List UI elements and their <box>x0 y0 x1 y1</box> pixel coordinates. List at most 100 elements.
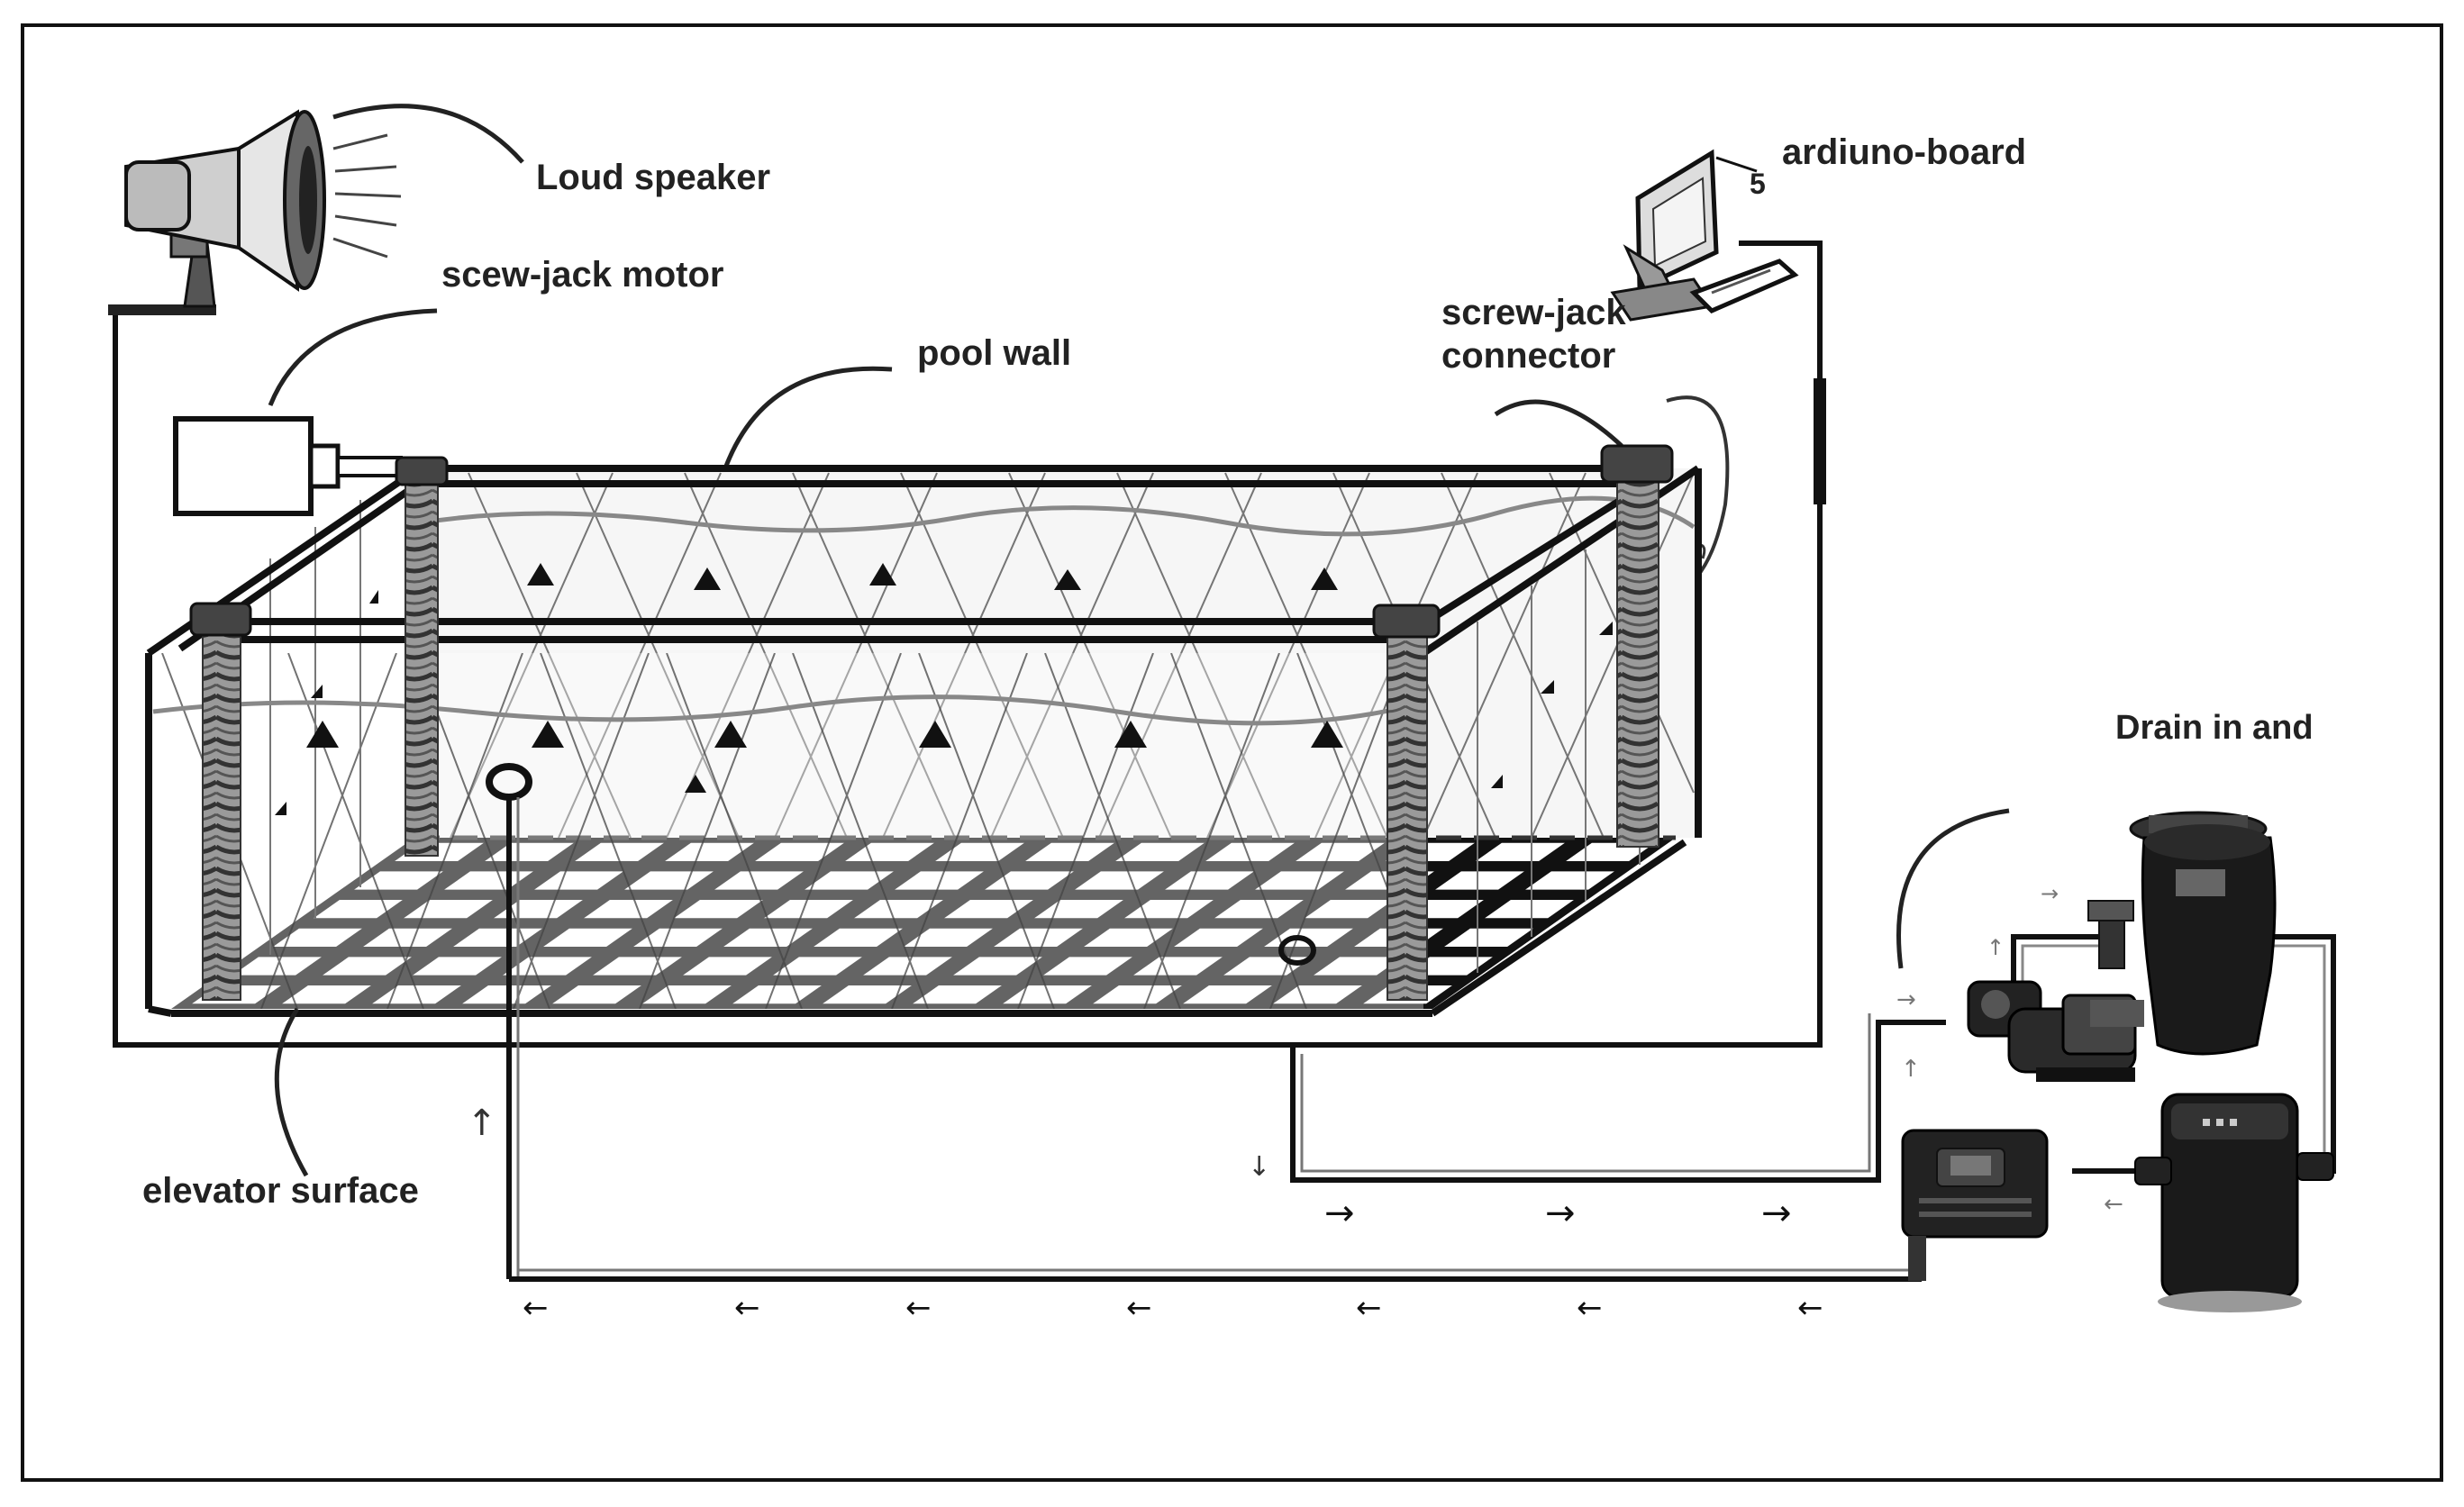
flow-arrows-left: ← ← ← ← ← ← ← <box>523 1290 1823 1326</box>
pump-inlet-arrow: → <box>1896 986 1916 1013</box>
motor-leader-line <box>268 308 438 406</box>
floor-tile <box>494 900 583 919</box>
controller-box-icon <box>1901 1129 2049 1281</box>
flow-arrow-icon: ← <box>523 1290 549 1326</box>
floor-tile <box>854 900 943 919</box>
screw-jack-icon <box>405 477 439 857</box>
floor-tile <box>953 957 1042 976</box>
motor-box-icon <box>173 416 403 516</box>
floor-tile <box>503 957 592 976</box>
floor-tile <box>904 928 993 947</box>
floor-tile <box>1034 900 1123 919</box>
elevator-leader-line <box>274 1007 309 1177</box>
floor-tile <box>1043 957 1132 976</box>
filter-tank-icon <box>2087 811 2277 1056</box>
arduino-number: 5 <box>1750 168 1766 200</box>
floor-tile <box>534 871 623 890</box>
floor-tile <box>584 900 673 919</box>
floor-tile <box>1205 842 1295 861</box>
floor-tile <box>633 928 723 947</box>
floor-tile <box>323 957 412 976</box>
loud-speaker-label: Loud speaker <box>536 158 770 197</box>
floor-tile <box>1165 871 1254 890</box>
floor-tile <box>1115 842 1205 861</box>
screw-jack-motor-label: scew-jack motor <box>441 255 723 295</box>
flow-arrow-icon: → <box>1761 1193 1792 1234</box>
floor-tile <box>552 985 641 1004</box>
flow-arrow-icon: ← <box>1577 1290 1603 1326</box>
floor-tile <box>1025 842 1114 861</box>
floor-tile <box>944 900 1033 919</box>
flow-arrow-icon: → <box>1545 1193 1576 1234</box>
outer-frame <box>21 23 2443 1482</box>
floor-tile <box>1305 900 1394 919</box>
connector-leader-line <box>1494 399 1623 448</box>
screw-jack-front-left <box>189 602 252 1001</box>
floor-tile <box>1093 985 1182 1004</box>
floor-tile <box>895 871 984 890</box>
floor-tile <box>732 985 822 1004</box>
speaker-cable <box>113 241 1823 1048</box>
floor-tile <box>1075 871 1164 890</box>
elevator-surface-label: elevator surface <box>142 1171 419 1211</box>
speaker-cable-thick <box>1814 378 1826 504</box>
flow-arrow-icon: ← <box>734 1290 760 1326</box>
outlet-pipe <box>1290 1013 1946 1183</box>
floor-tile <box>683 957 772 976</box>
filter-up-arrow: ↑ <box>1987 935 2005 960</box>
flow-arrow-icon: → <box>1324 1193 1355 1234</box>
flow-arrow-icon: ← <box>1797 1290 1823 1326</box>
heater-icon: ← <box>2104 1093 2334 1312</box>
pump-icon <box>1967 980 2144 1082</box>
floor-tile <box>1435 871 1524 890</box>
floor-tile <box>773 957 862 976</box>
flow-arrow-icon: ← <box>1356 1290 1382 1326</box>
front-water-line <box>152 694 1424 726</box>
floor-tile <box>665 842 754 861</box>
floor-tile <box>1476 842 1565 861</box>
speaker-leader-line <box>332 104 524 164</box>
loudspeaker-icon <box>108 109 402 315</box>
screw-jack-front-right <box>1372 604 1441 1001</box>
floor-tile <box>575 842 664 861</box>
floor-tile <box>282 985 371 1004</box>
floor-tile <box>273 928 362 947</box>
computer-monitor-icon <box>1610 149 1758 322</box>
screw-jack-back-right <box>1600 444 1674 848</box>
return-pipe <box>509 1234 1922 1282</box>
keyboard-icon <box>1689 259 1799 313</box>
floor-tile <box>1183 985 1272 1004</box>
floor-tile <box>624 871 714 890</box>
up-arrow-left: ↑ <box>467 1103 497 1144</box>
floor-tile <box>823 985 912 1004</box>
floor-tile <box>1485 900 1574 919</box>
floor-tile <box>1296 842 1385 861</box>
back-water-line <box>423 495 1696 537</box>
floor-tile <box>764 900 853 919</box>
floor-tile <box>994 928 1083 947</box>
screw-jack-back-left <box>395 456 449 857</box>
floor-tile <box>1525 871 1614 890</box>
floor-tile <box>1124 900 1214 919</box>
screw-jack-connector-label-line1: screw-jack <box>1441 293 1626 332</box>
drain-leader-line <box>1896 808 2010 969</box>
down-arrow-mid: ↓ <box>1248 1151 1270 1183</box>
flow-arrow-icon: ← <box>1126 1290 1152 1326</box>
screw-jack-icon <box>202 630 241 1001</box>
screw-jack-icon <box>1387 630 1428 1001</box>
pool-wall-label: pool wall <box>917 333 1071 373</box>
heater-inlet-arrow: ← <box>2104 1191 2123 1218</box>
pool-wall-leader-line <box>723 366 893 469</box>
screw-jack-connector-label-line2: connector <box>1441 336 1615 376</box>
floor-tile <box>1133 957 1223 976</box>
floor-tile <box>543 928 632 947</box>
floor-tile <box>1214 900 1304 919</box>
floor-tile <box>805 871 894 890</box>
drain-label: Drain in and <box>2115 709 2314 747</box>
arduino-board-label: ardiuno-board <box>1782 132 2026 172</box>
floor-tile <box>1174 928 1263 947</box>
pool-nozzles <box>275 563 1613 815</box>
filter-right-arrow: → <box>2041 881 2059 906</box>
floor-tile <box>363 928 452 947</box>
